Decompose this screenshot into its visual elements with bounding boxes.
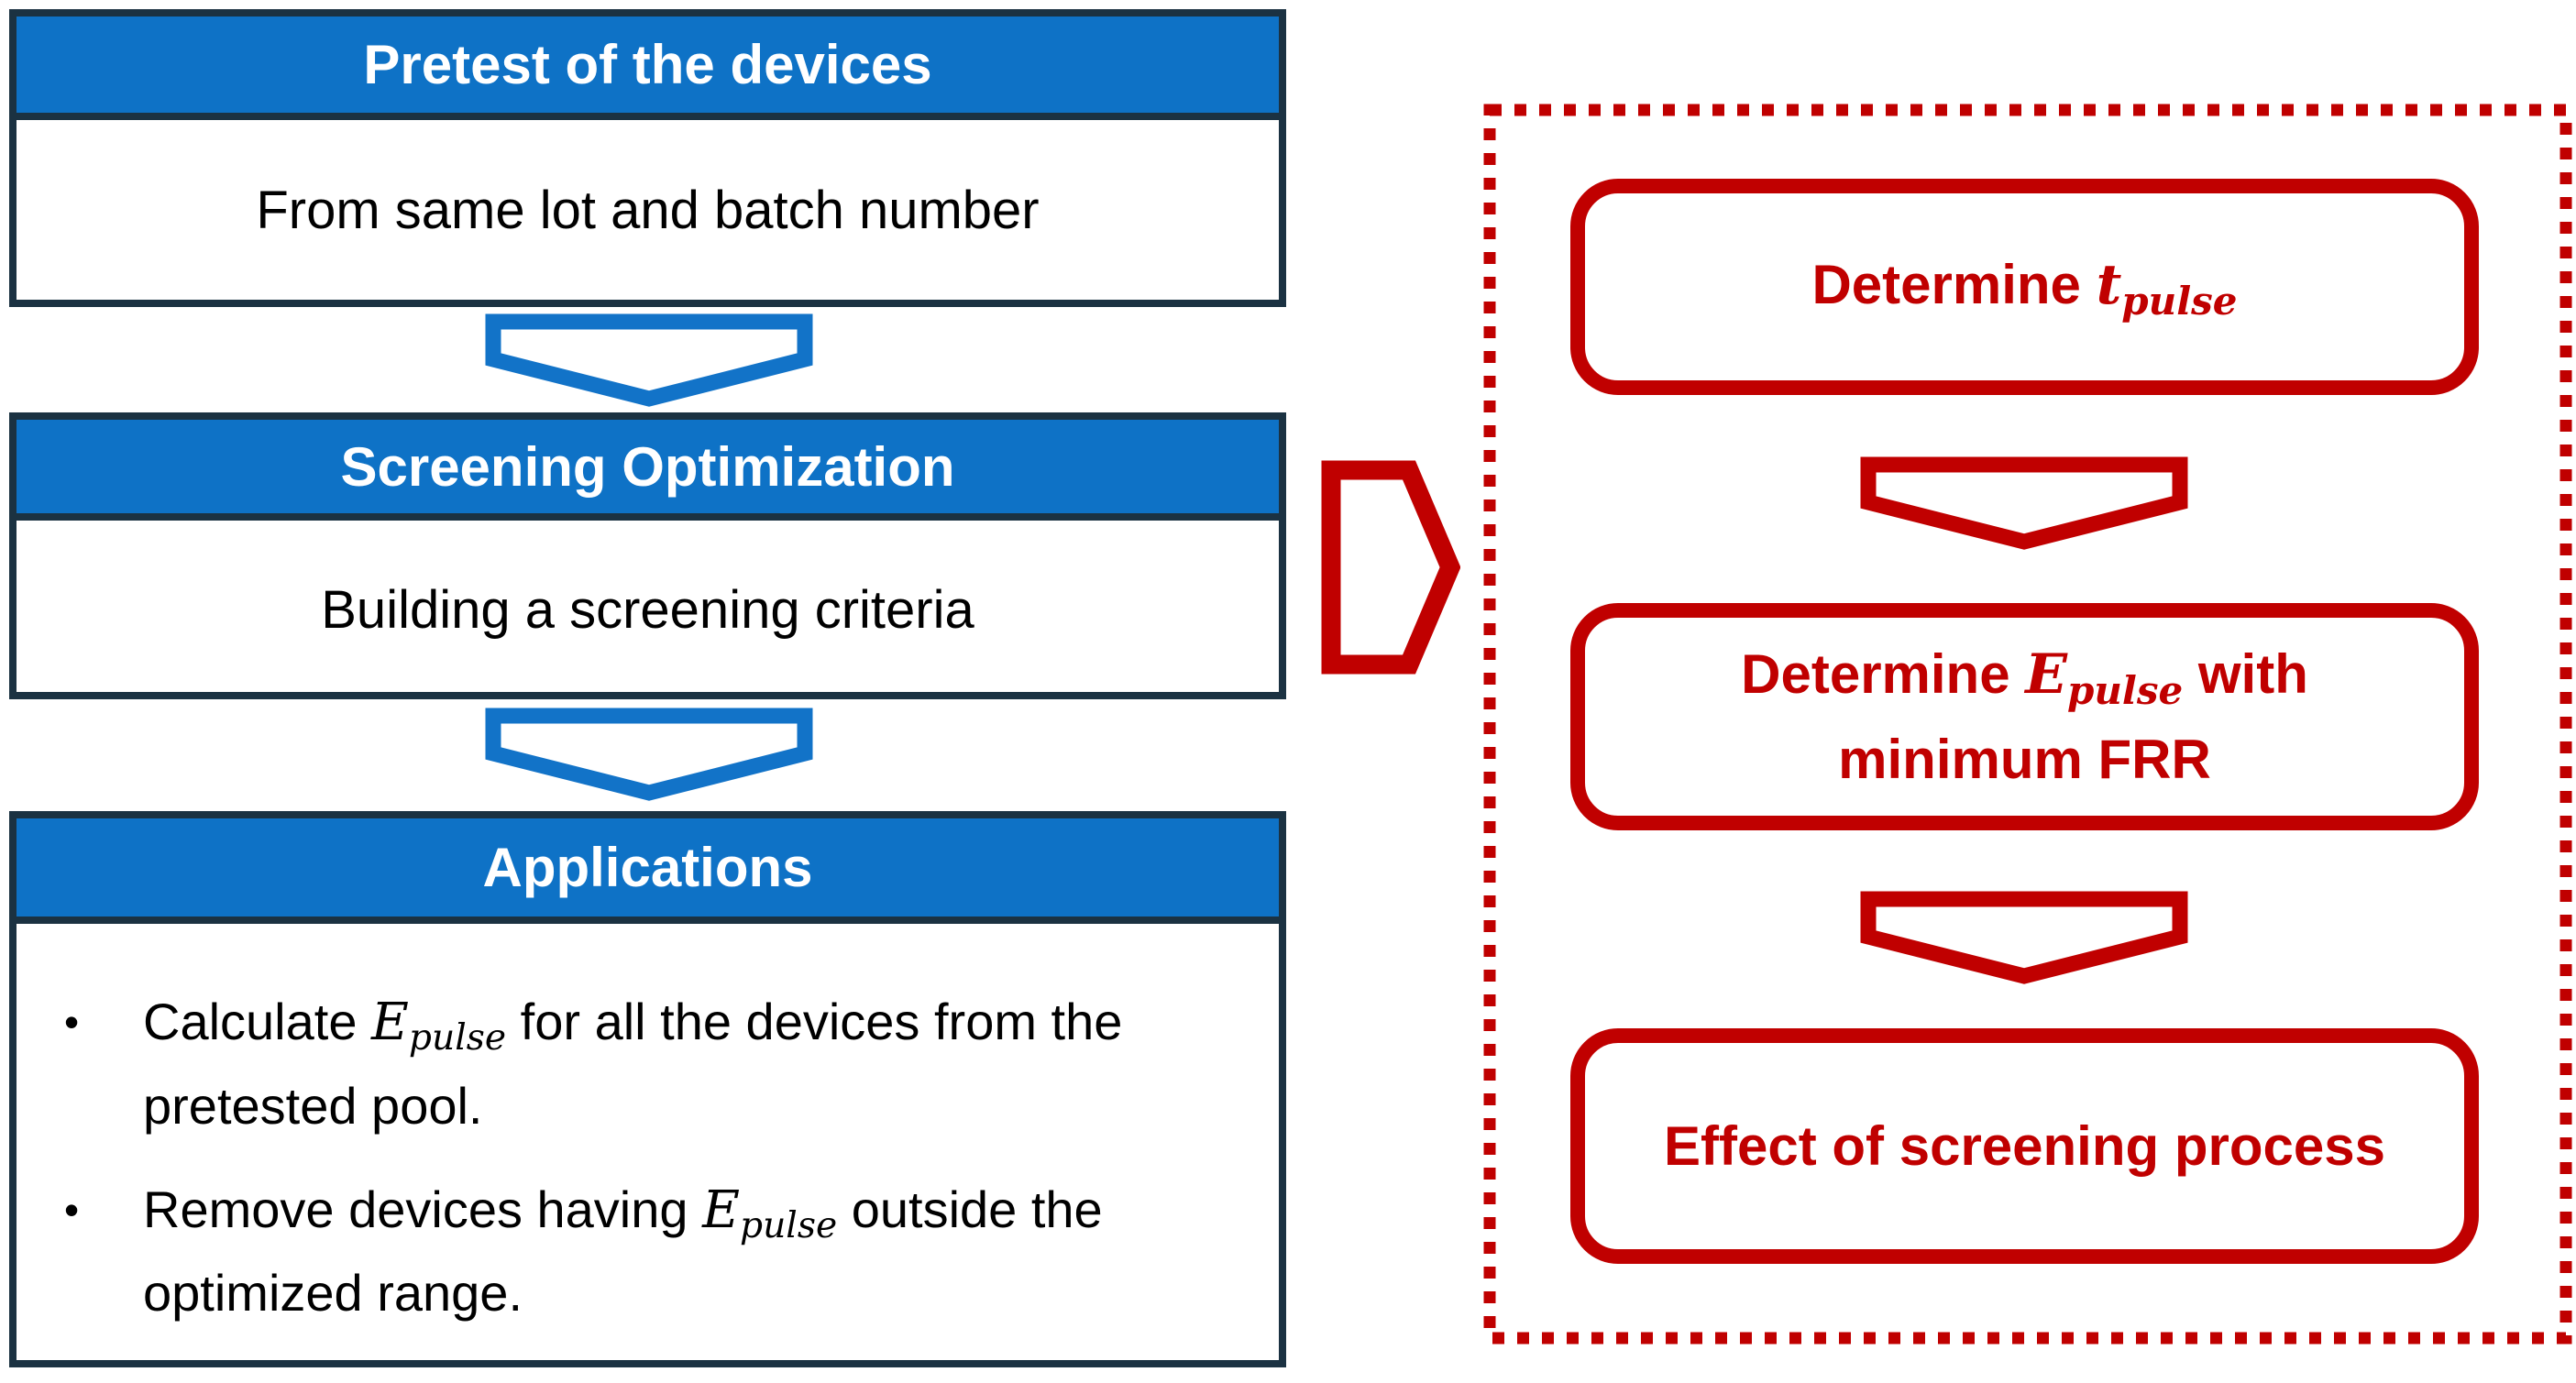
- determine-epulse-line1: Determine Epulse with: [1741, 634, 2308, 719]
- flow-arrow-icon: [1321, 460, 1460, 675]
- pretest-box: Pretest of the devices From same lot and…: [9, 9, 1286, 307]
- pretest-header: Pretest of the devices: [17, 16, 1279, 120]
- screening-effect-box: Effect of screening process: [1570, 1028, 2479, 1264]
- down-chevron-icon: [485, 708, 813, 801]
- applications-header: Applications: [17, 818, 1279, 924]
- label-text: Determine: [1741, 643, 2026, 706]
- determine-tpulse-label: Determine tpulse: [1811, 245, 2237, 330]
- math-symbol: t: [2096, 252, 2122, 317]
- math-symbol: E: [371, 993, 409, 1052]
- math-subscript: pulse: [2066, 667, 2184, 713]
- determine-epulse-box: Determine Epulse with minimum FRR: [1570, 603, 2479, 830]
- screening-procedure-container: [1483, 104, 2572, 1345]
- screening-optimization-header: Screening Optimization: [17, 420, 1279, 521]
- bullet-text: Remove devices having Epulse outside the…: [143, 1170, 1251, 1334]
- pretest-header-label: Pretest of the devices: [363, 34, 932, 95]
- applications-header-label: Applications: [482, 837, 813, 898]
- pretest-body: From same lot and batch number: [17, 120, 1279, 300]
- math-subscript: pulse: [2121, 278, 2238, 324]
- list-item: • Calculate Epulse for all the devices f…: [64, 982, 1251, 1147]
- applications-bullet-list: • Calculate Epulse for all the devices f…: [17, 924, 1279, 1334]
- bullet-text-post: outside the optimized range.: [143, 1180, 1103, 1323]
- screening-optimization-box: Screening Optimization Building a screen…: [9, 412, 1286, 699]
- bullet-text-pre: Calculate: [143, 993, 372, 1050]
- label-text: Determine: [1811, 253, 2097, 315]
- math-subscript: pulse: [739, 1204, 838, 1246]
- determine-epulse-line2: minimum FRR: [1838, 728, 2211, 790]
- down-chevron-icon: [1860, 891, 2188, 984]
- label-text: with: [2183, 643, 2308, 706]
- bullet-text: Calculate Epulse for all the devices fro…: [143, 982, 1251, 1147]
- screening-optimization-header-label: Screening Optimization: [340, 435, 955, 498]
- down-chevron-icon: [485, 313, 813, 407]
- math-subscript: pulse: [408, 1016, 507, 1059]
- screening-optimization-body: Building a screening criteria: [17, 521, 1279, 699]
- math-symbol: E: [702, 1180, 740, 1240]
- bullet-icon: •: [64, 998, 80, 1046]
- bullet-text-post: for all the devices from the pretested p…: [143, 993, 1123, 1135]
- list-item: • Remove devices having Epulse outside t…: [64, 1170, 1251, 1334]
- bullet-icon: •: [64, 1185, 80, 1234]
- math-symbol: E: [2025, 642, 2067, 708]
- screening-effect-label: Effect of screening process: [1664, 1115, 2385, 1177]
- applications-box: Applications • Calculate Epulse for all …: [9, 811, 1286, 1367]
- down-chevron-icon: [1860, 456, 2188, 550]
- bullet-text-pre: Remove devices having: [143, 1180, 703, 1238]
- screening-optimization-body-text: Building a screening criteria: [321, 580, 974, 640]
- determine-tpulse-box: Determine tpulse: [1570, 179, 2479, 395]
- pretest-body-text: From same lot and batch number: [256, 180, 1040, 240]
